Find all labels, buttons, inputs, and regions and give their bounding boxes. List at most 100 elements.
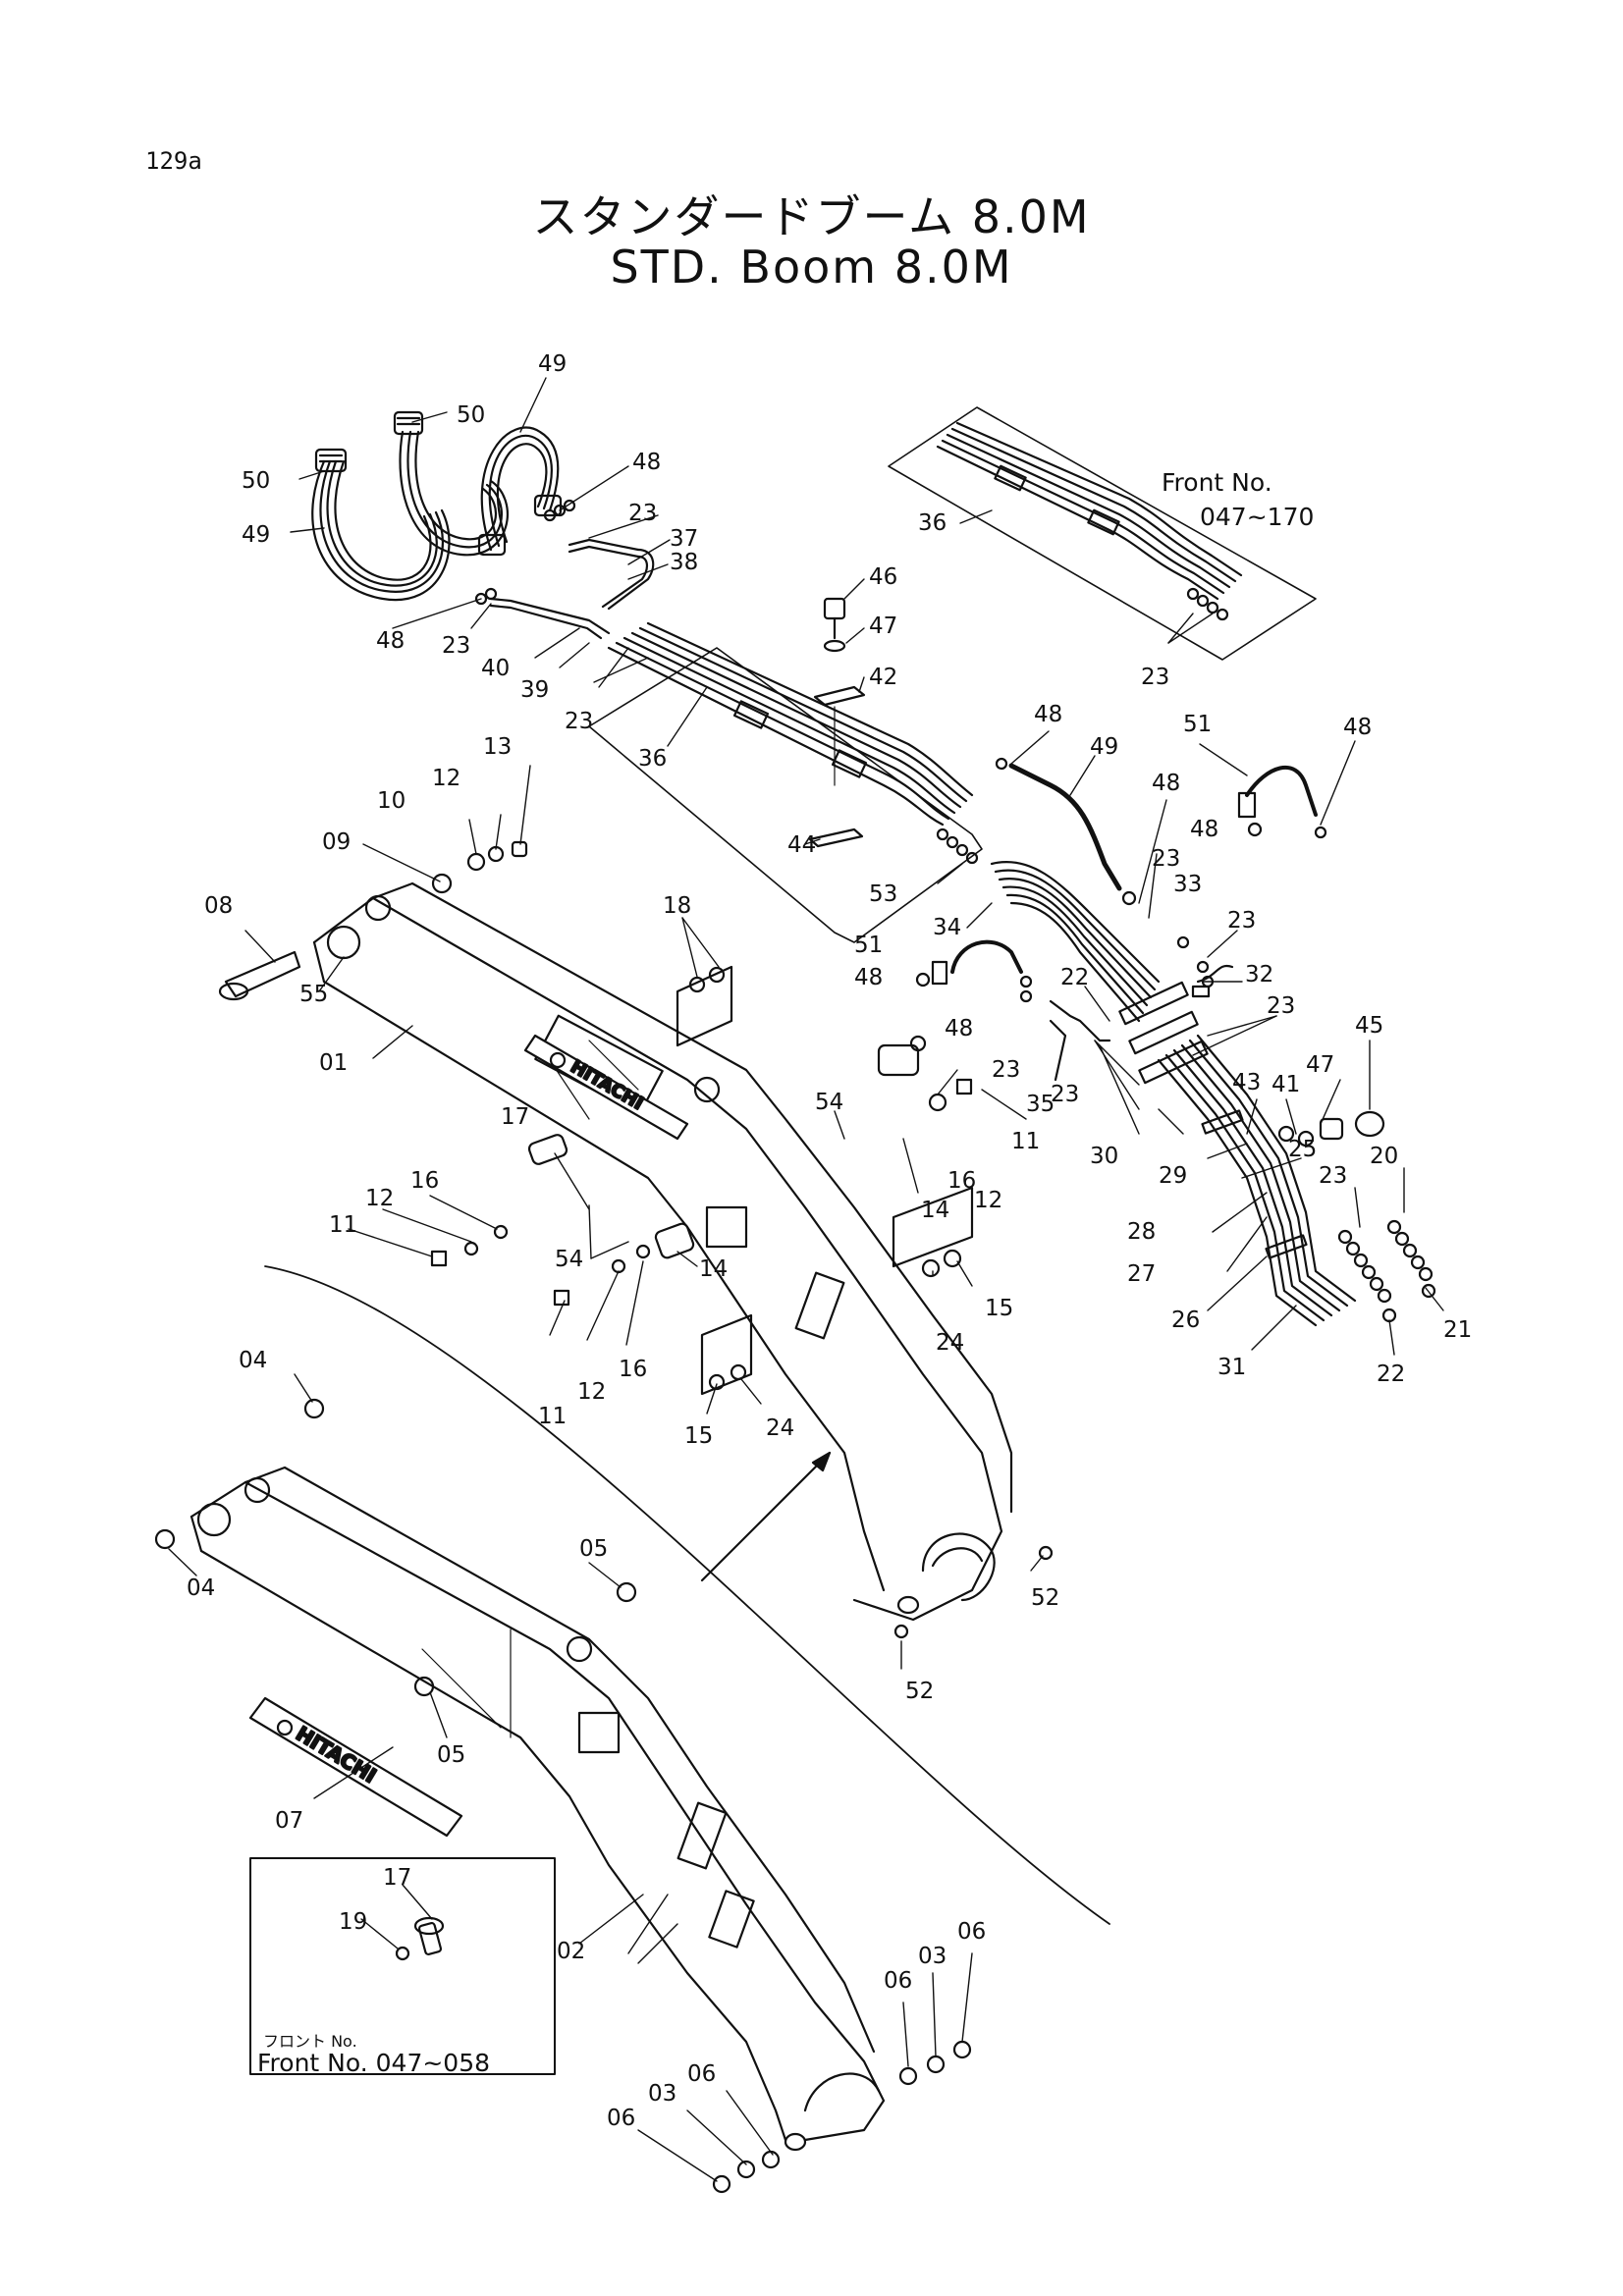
pipe-bundle-34 — [990, 861, 1161, 1023]
callout: 49 — [538, 351, 567, 377]
pipe-bundle-36-center — [588, 621, 983, 943]
page-number: 129a — [145, 147, 202, 175]
hitachi-plate-07-text: HITACHI — [292, 1722, 380, 1788]
callout: 51 — [1183, 712, 1212, 737]
callout: 30 — [1090, 1144, 1118, 1169]
bolt-11-left — [430, 1224, 509, 1267]
callout: 06 — [687, 2061, 716, 2087]
callout: 23 — [628, 501, 657, 526]
callout: 19 — [339, 1909, 367, 1935]
callout: 48 — [632, 450, 661, 475]
callout: 12 — [974, 1188, 1002, 1213]
pipe-bundle-lower-right — [1157, 1034, 1385, 1327]
fitting-row-20-23 — [1337, 1219, 1436, 1323]
front-note-range: 047~170 — [1200, 503, 1314, 531]
callout: 47 — [1306, 1052, 1334, 1078]
callout: 48 — [854, 965, 883, 990]
callout: 04 — [239, 1348, 267, 1373]
callout: 17 — [383, 1865, 411, 1891]
callout: 23 — [565, 709, 593, 734]
callout: 23 — [1319, 1163, 1347, 1189]
pipe-bundle-36-front-variant — [888, 406, 1317, 661]
boom-01 — [312, 881, 1013, 1622]
callout: 33 — [1173, 872, 1202, 897]
callout: 20 — [1370, 1144, 1398, 1169]
callout: 23 — [1227, 908, 1256, 934]
callout: 22 — [1060, 965, 1089, 990]
callout: 05 — [437, 1742, 465, 1768]
callout: 17 — [501, 1104, 529, 1130]
callout: 48 — [1152, 771, 1180, 796]
hose-51-lower — [915, 939, 1033, 1003]
callout: 49 — [242, 522, 270, 548]
callout: 23 — [1152, 846, 1180, 872]
fitting-group-top-left — [474, 499, 655, 640]
callout: 01 — [319, 1050, 348, 1076]
pin-14-right — [877, 1035, 973, 1112]
callout: 35 — [1026, 1092, 1055, 1117]
callout: 51 — [854, 933, 883, 958]
page-title-japanese: スタンダードブーム 8.0M — [532, 190, 1091, 243]
callout: 23 — [1267, 993, 1295, 1019]
callout: 12 — [432, 766, 460, 791]
callout: 15 — [684, 1423, 713, 1449]
callout: 06 — [607, 2106, 635, 2131]
washer-03-06-left — [712, 2150, 781, 2194]
callout: 54 — [815, 1090, 843, 1115]
pin-17 — [527, 1134, 568, 1165]
callout: 52 — [905, 1679, 934, 1704]
callout: 09 — [322, 829, 351, 855]
callout: 48 — [1343, 715, 1372, 740]
callout: 08 — [204, 893, 233, 919]
callout: 16 — [410, 1168, 439, 1194]
callout: 05 — [579, 1536, 608, 1562]
callout: 24 — [936, 1330, 964, 1356]
hose-bundle-left — [311, 448, 451, 602]
washer-group-09-13 — [431, 840, 528, 894]
callout: 31 — [1217, 1355, 1246, 1380]
callout: 43 — [1232, 1070, 1261, 1095]
callout: 41 — [1271, 1072, 1300, 1097]
callout: 47 — [869, 614, 897, 639]
callout: 13 — [483, 734, 512, 760]
callout: 11 — [1011, 1129, 1040, 1154]
bracket-24-15-left — [700, 1313, 753, 1396]
callout: 16 — [947, 1168, 976, 1194]
callout: 53 — [869, 881, 897, 907]
callout: 02 — [557, 1939, 585, 1964]
callout: 28 — [1127, 1219, 1156, 1245]
callout: 03 — [648, 2081, 676, 2107]
callout: 55 — [299, 982, 328, 1007]
callout: 11 — [329, 1212, 357, 1238]
callout: 29 — [1159, 1163, 1187, 1189]
callout: 34 — [933, 915, 961, 940]
callout: 37 — [670, 526, 698, 552]
callout: 46 — [869, 564, 897, 590]
pin-08 — [218, 950, 301, 1001]
inset-label-english: Front No. 047~058 — [257, 2049, 490, 2077]
callout: 11 — [538, 1404, 567, 1429]
callout: 23 — [1141, 665, 1169, 690]
clamp-bolt-42-46 — [808, 597, 866, 848]
callout: 40 — [481, 656, 510, 681]
callout: 42 — [869, 665, 897, 690]
callout: 26 — [1171, 1308, 1200, 1333]
hose-bundle-middle — [393, 410, 509, 557]
pin-14-center — [553, 1222, 695, 1307]
callout: 44 — [787, 832, 816, 858]
inset-label-japanese: フロント No. — [263, 2032, 357, 2051]
hose-51-upper — [1237, 765, 1327, 839]
callout: 52 — [1031, 1585, 1059, 1611]
washer-04 — [154, 1398, 325, 1550]
callout: 12 — [577, 1379, 606, 1405]
hose-49-right — [995, 757, 1137, 906]
callout: 27 — [1127, 1261, 1156, 1287]
hitachi-plate-07 — [248, 1696, 463, 1838]
callout: 48 — [1190, 817, 1218, 842]
bracket-18 — [676, 965, 733, 1047]
inset-box — [249, 1857, 556, 2075]
leader-lines — [168, 377, 1444, 2182]
callout: 54 — [555, 1247, 583, 1272]
callout: 22 — [1377, 1362, 1405, 1387]
callout: 24 — [766, 1415, 794, 1441]
